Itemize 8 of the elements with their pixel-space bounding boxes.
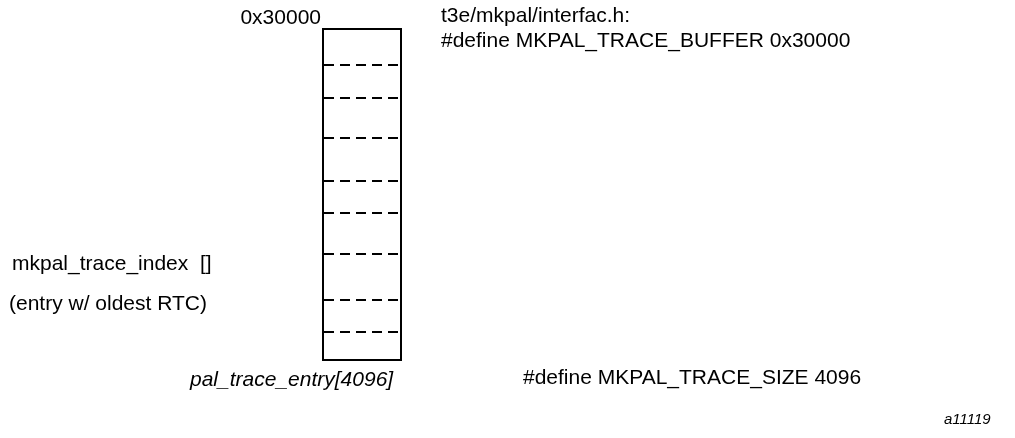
annotation: mkpal_trace_index [] <box>12 252 212 273</box>
array-name: pal_trace_entry[4096] <box>190 368 394 389</box>
annotation: #define MKPAL_TRACE_SIZE 4096 <box>523 366 862 387</box>
annotation: #define MKPAL_TRACE_BUFFER 0x30000 <box>441 29 851 50</box>
annotation: (entry w/ oldest RTC) <box>9 292 207 313</box>
annotation: t3e/mkpal/interfac.h: <box>441 4 631 25</box>
figure-id: a11119 <box>944 411 991 426</box>
address-label: 0x30000 <box>240 6 321 27</box>
